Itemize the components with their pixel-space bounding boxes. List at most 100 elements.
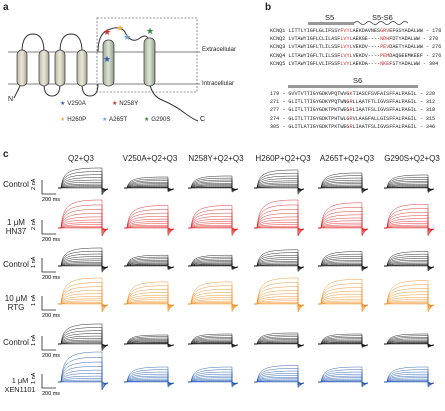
current-sweep (58, 296, 109, 307)
scale-bar-x-label: 200 ms (42, 391, 60, 397)
panel-label-a: a (3, 2, 9, 13)
alignment-row-name: KCNQ4 (270, 52, 286, 59)
current-sweep (254, 277, 305, 313)
alignment-top-block: KCNQ1 LITTLYIGFLGLIFSSYFVYLAEKDAVNESGRVE… (270, 28, 442, 67)
current-trace-family (58, 323, 109, 352)
current-trace-family (384, 333, 435, 348)
row-label-control-xen: Control (3, 338, 29, 347)
current-sweep (318, 251, 369, 272)
current-sweep (188, 303, 239, 306)
s5-bar (308, 22, 354, 25)
alignment-row-name: KCNQ1 (270, 28, 286, 34)
current-sweep (254, 227, 305, 230)
current-trace-family (318, 366, 369, 388)
current-sweep (124, 303, 175, 306)
current-sweep (188, 227, 239, 230)
current-sweep (124, 297, 175, 307)
current-trace-family (254, 249, 305, 273)
legend-item-v250a: ★ V250A (60, 100, 86, 107)
scale-bar (41, 220, 56, 235)
current-sweep (254, 182, 305, 191)
current-sweep (188, 221, 239, 231)
current-trace-family (58, 351, 109, 391)
current-trace-family (124, 176, 175, 193)
current-sweep (58, 351, 109, 391)
current-sweep (58, 199, 109, 237)
column-title-n258y: N258Y+Q2+Q3 (188, 154, 244, 163)
current-sweep (124, 334, 175, 348)
current-sweep (58, 303, 109, 306)
current-sweep (58, 227, 109, 230)
current-sweep (318, 343, 369, 346)
current-sweep (124, 227, 175, 230)
current-trace-family (254, 199, 305, 237)
current-trace-family (254, 365, 305, 389)
column-title-a265t: A265T+Q2+Q3 (319, 154, 375, 163)
svg-text:★: ★ (123, 33, 131, 43)
current-sweep (254, 169, 305, 196)
current-sweep (188, 297, 239, 307)
current-sweep (384, 227, 435, 230)
current-trace-family (188, 333, 239, 348)
current-sweep (188, 254, 239, 271)
s6-label: S6 (353, 76, 363, 85)
current-sweep (384, 297, 435, 307)
current-sweep (254, 265, 305, 268)
alignment-row-name: KCNQ2 (270, 36, 286, 43)
current-sweep (124, 254, 175, 271)
scale-bar-y-label: 2 nA (31, 218, 37, 230)
current-sweep (384, 343, 435, 346)
current-trace-family (318, 172, 369, 194)
current-trace-family (124, 205, 175, 236)
current-sweep (384, 251, 435, 272)
scale-bar (41, 180, 56, 195)
current-sweep (318, 227, 369, 230)
current-sweep (384, 280, 435, 313)
current-trace-family (188, 254, 239, 271)
current-sweep (254, 199, 305, 237)
row-label-control-hn37: Control (3, 180, 29, 189)
current-sweep (254, 219, 305, 232)
current-sweep (58, 381, 109, 384)
n-terminus-label: N (8, 96, 14, 103)
row-label-rtg: 10 μM RTG (4, 294, 28, 312)
scale-bar (41, 296, 56, 311)
current-traces-panel: Q2+Q3 V250A+Q2+Q3 N258Y+Q2+Q3 H260P+Q2+Q… (0, 154, 445, 411)
current-sweep (58, 277, 109, 313)
current-trace-family (318, 251, 369, 272)
current-sweep (384, 303, 435, 306)
current-sweep (318, 333, 369, 348)
current-sweep (318, 264, 369, 268)
current-sweep (384, 366, 435, 388)
alignment-row-name: KCNQ3 (270, 44, 286, 51)
current-sweep (384, 264, 435, 268)
current-sweep (58, 219, 109, 232)
current-trace-family (124, 281, 175, 312)
legend-item-a265t: ★ A265T (102, 116, 128, 123)
current-sweep (58, 323, 109, 352)
column-title-v250a: V250A+Q2+Q3 (122, 154, 178, 163)
panel-label-b: b (265, 2, 272, 13)
s5-label: S5 (325, 13, 335, 22)
current-sweep (124, 366, 175, 388)
current-trace-family (384, 251, 435, 272)
current-sweep (188, 381, 239, 384)
current-trace-family (254, 277, 305, 313)
current-trace-family (58, 277, 109, 313)
column-title-q2q3: Q2+Q3 (67, 154, 94, 163)
current-sweep (254, 365, 305, 389)
current-trace-family (124, 366, 175, 388)
alignment-row-name: KCNQ5 (270, 60, 286, 67)
current-sweep (188, 333, 239, 348)
current-sweep (58, 265, 109, 268)
current-sweep (384, 381, 435, 384)
current-sweep (188, 175, 239, 193)
current-sweep (384, 333, 435, 348)
s6-bar (288, 85, 418, 88)
channel-topology-diagram: ★ ★ ★ ★ ★ (8, 17, 200, 122)
current-sweep (124, 265, 175, 268)
current-sweep (188, 303, 239, 306)
scale-bar-y-label: 2 nA (31, 178, 37, 190)
current-sweep (58, 260, 109, 269)
current-trace-family (188, 205, 239, 236)
